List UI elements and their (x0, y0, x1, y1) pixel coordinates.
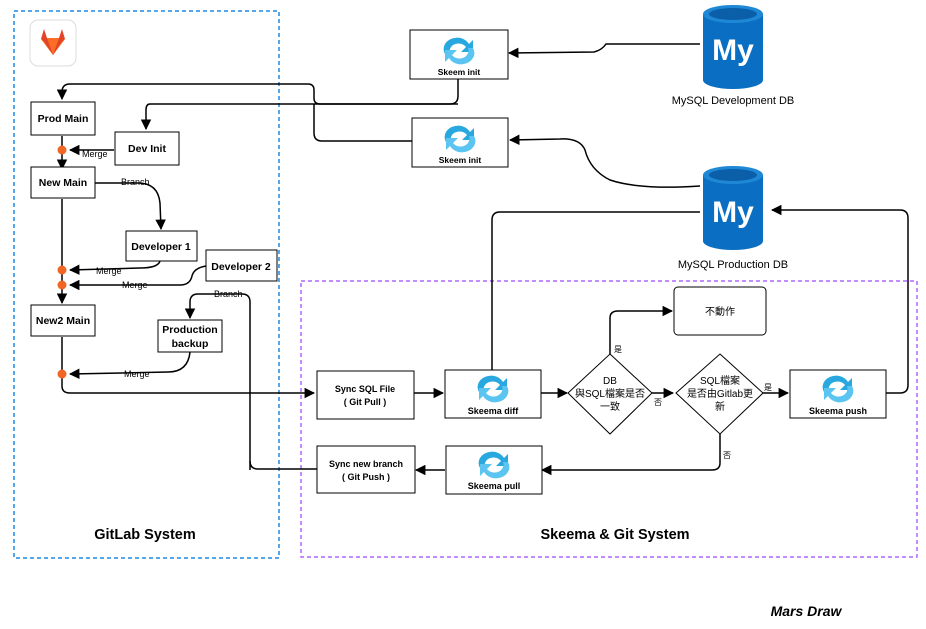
label-yes-2: 是 (764, 383, 772, 392)
edge-diff-proddb (491, 211, 700, 370)
edge-syncbranch-back (249, 460, 317, 470)
node-developer-2 (205, 249, 278, 282)
node-no-action (673, 286, 767, 336)
edge-to-devinit (140, 103, 458, 131)
node-skeem-init-bottom-label: Skeem init (439, 155, 482, 165)
label-yes-1: 是 (614, 345, 622, 354)
node-sync-branch-label-1: Sync new branch (329, 459, 403, 469)
gitlab-fox-icon (29, 19, 77, 67)
decision-2-label-2: 是否由Gitlab更 (687, 387, 753, 400)
mysql-prod-db-label: MySQL Production DB (678, 259, 788, 271)
decision-1-label-2: 與SQL檔案是否 (575, 387, 645, 400)
node-prod-main (30, 101, 96, 136)
mysql-prod-db-icon: My (703, 166, 763, 250)
edge-branch-backup (184, 293, 251, 470)
edge-devdb-skeeminit (507, 43, 700, 59)
edge-proddb-skeeminit (508, 134, 701, 188)
decision-2-label-1: SQL檔案 (700, 374, 740, 387)
node-decision-sql-gitlab (675, 353, 764, 435)
edge-newmain-dev1 (94, 182, 166, 231)
label-merge-2: Merge (96, 266, 122, 276)
label-no-2: 否 (723, 451, 731, 460)
svg-text:My: My (712, 34, 754, 67)
node-new2-main-label: New2 Main (36, 315, 90, 327)
edge-decision2-pull (540, 434, 721, 476)
author-signature: Mars Draw (771, 603, 843, 619)
merge-dots (57, 145, 67, 379)
node-production-backup-label-2: backup (172, 338, 209, 350)
node-developer-1-label: Developer 1 (131, 241, 191, 253)
edge-backup-merge (68, 351, 191, 380)
node-new2-main (30, 304, 96, 337)
mysql-dev-db-label: MySQL Development DB (672, 95, 794, 107)
node-skeema-diff-label: Skeema diff (468, 406, 520, 416)
label-merge-3: Merge (122, 280, 148, 290)
node-sync-sql-label-1: Sync SQL File (335, 384, 395, 394)
gitlab-system-title: GitLab System (94, 527, 196, 543)
node-new-main (30, 166, 96, 199)
node-production-backup (157, 319, 223, 353)
node-new-main-label: New Main (39, 177, 87, 189)
node-sync-sql-file (316, 370, 415, 420)
decision-1-label-3: 一致 (600, 400, 620, 413)
node-prod-main-label: Prod Main (38, 113, 89, 125)
label-merge-1: Merge (82, 149, 108, 159)
label-merge-4: Merge (124, 369, 150, 379)
node-sync-sql-label-2: ( Git Pull ) (344, 397, 387, 407)
node-no-action-label: 不動作 (705, 305, 735, 318)
label-no-1: 否 (654, 398, 662, 407)
edge-dev1-merge (68, 260, 161, 275)
node-decision-db-sql (567, 353, 653, 435)
edge-new2-syncsql (61, 337, 316, 399)
node-developer-2-label: Developer 2 (211, 261, 271, 273)
node-developer-1 (125, 230, 198, 262)
edge-skeeminit-prodmain (56, 79, 459, 105)
edge-dev2-merge (68, 265, 207, 291)
decision-1-label-1: DB (603, 376, 617, 387)
svg-text:My: My (712, 196, 754, 229)
node-skeema-pull-label: Skeema pull (468, 481, 521, 491)
node-skeem-init-top-label: Skeem init (438, 67, 481, 77)
node-sync-branch-label-2: ( Git Push ) (342, 472, 390, 482)
decision-2-label-3: 新 (715, 400, 725, 413)
skeema-system-container (300, 280, 918, 558)
edge-decision1-noaction (609, 305, 674, 354)
node-production-backup-label-1: Production (162, 324, 217, 336)
node-dev-init (114, 131, 180, 166)
node-dev-init-label: Dev Init (128, 143, 166, 155)
edge-skeeminit2-route (313, 104, 412, 142)
edge-push-proddb (770, 204, 909, 394)
skeema-system-title: Skeema & Git System (540, 527, 689, 543)
label-branch-2: Branch (214, 289, 243, 299)
node-sync-new-branch (316, 445, 416, 494)
label-branch-1: Branch (121, 177, 150, 187)
mysql-dev-db-icon: My (703, 5, 763, 89)
node-skeema-push-label: Skeema push (809, 406, 867, 416)
